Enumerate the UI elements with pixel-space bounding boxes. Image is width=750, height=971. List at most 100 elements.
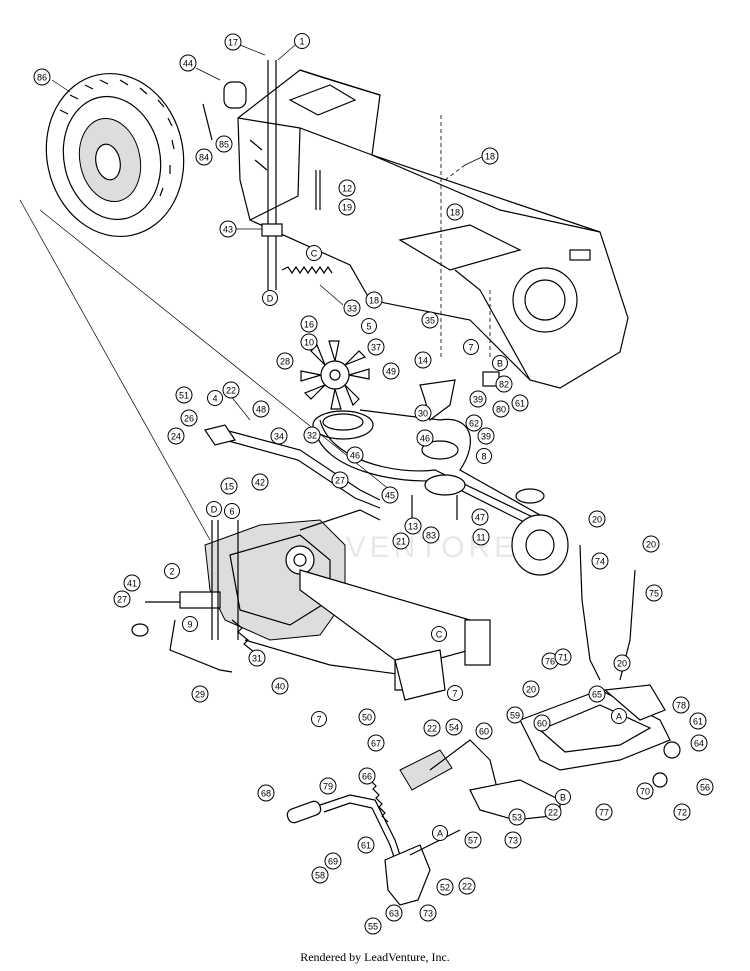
- callout-label: 18: [485, 152, 495, 162]
- callout-label: 18: [450, 208, 460, 218]
- callout-label: 61: [693, 717, 703, 727]
- callout-59: 59: [506, 706, 524, 724]
- callout-46: 46: [416, 429, 434, 447]
- callout-17: 17: [224, 33, 242, 51]
- callout-84: 84: [195, 148, 213, 166]
- callout-label: 58: [315, 871, 325, 881]
- callout-58: 58: [311, 866, 329, 884]
- callout-13: 13: [404, 517, 422, 535]
- callout-label: 86: [37, 73, 47, 83]
- callout-label: 28: [280, 357, 290, 367]
- callout-8: 8: [476, 448, 492, 464]
- callout-label: 71: [558, 653, 568, 663]
- callout-label: 19: [342, 203, 352, 213]
- callout-label: 79: [323, 782, 333, 792]
- callout-label: 12: [342, 184, 352, 194]
- callout-label: 65: [592, 690, 602, 700]
- callout-27: 27: [331, 471, 349, 489]
- callout-label: 57: [468, 836, 478, 846]
- callout-label: 7: [452, 689, 457, 699]
- callout-69: 69: [324, 852, 342, 870]
- callout-label: 56: [700, 783, 710, 793]
- callout-label: 78: [676, 701, 686, 711]
- callout-label: 22: [427, 724, 437, 734]
- callout-19: 19: [338, 198, 356, 216]
- callout-18: 18: [365, 291, 383, 309]
- callout-label: 70: [640, 787, 650, 797]
- callout-label: 16: [304, 320, 314, 330]
- callout-label: 18: [369, 296, 379, 306]
- callout-18: 18: [481, 147, 499, 165]
- callout-label: 42: [255, 478, 265, 488]
- callout-label: 46: [350, 451, 360, 461]
- callout-label: 68: [261, 789, 271, 799]
- rod-29: [169, 619, 233, 673]
- callout-52: 52: [436, 878, 454, 896]
- callout-41: 41: [123, 574, 141, 592]
- rear-tire: [45, 72, 185, 238]
- frame-chassis: [237, 69, 629, 389]
- callout-label: 51: [179, 391, 189, 401]
- callout-21: 21: [392, 532, 410, 550]
- callout-label: B: [560, 793, 566, 803]
- callout-label: 1: [299, 37, 304, 47]
- callout-label: 22: [462, 882, 472, 892]
- callout-29: 29: [191, 685, 209, 703]
- callout-label: 49: [386, 367, 396, 377]
- callout-45: 45: [381, 486, 399, 504]
- callout-5: 5: [361, 318, 377, 334]
- callout-63: 63: [385, 904, 403, 922]
- callout-2: 2: [164, 563, 180, 579]
- callout-32: 32: [303, 426, 321, 444]
- callout-label: 60: [479, 727, 489, 737]
- callout-65: 65: [588, 685, 606, 703]
- fan-28: [300, 340, 370, 410]
- callout-28: 28: [276, 352, 294, 370]
- callout-34: 34: [270, 427, 288, 445]
- callout-label: 69: [328, 857, 338, 867]
- callout-label: 22: [548, 808, 558, 818]
- callout-label: 20: [592, 515, 602, 525]
- callout-label: 13: [408, 522, 418, 532]
- callout-label: 39: [473, 395, 483, 405]
- callout-label: C: [311, 249, 318, 259]
- rod-40: [244, 639, 406, 676]
- callout-14: 14: [414, 351, 432, 369]
- bracket-50: [299, 569, 491, 701]
- callout-11: 11: [472, 528, 490, 546]
- callout-66: 66: [358, 767, 376, 785]
- callout-57: 57: [464, 831, 482, 849]
- callout-43: 43: [219, 220, 237, 238]
- callout-B: B: [555, 789, 571, 805]
- callout-label: 47: [475, 513, 485, 523]
- callout-61: 61: [357, 836, 375, 854]
- callout-label: 60: [537, 719, 547, 729]
- callout-61: 61: [689, 712, 707, 730]
- callout-22: 22: [423, 719, 441, 737]
- callout-label: 24: [171, 432, 181, 442]
- callout-A: A: [611, 708, 627, 724]
- callout-label: 35: [425, 316, 435, 326]
- leader-lines: [19, 44, 485, 541]
- callout-62: 62: [465, 414, 483, 432]
- callout-label: 20: [646, 540, 656, 550]
- callout-9: 9: [182, 616, 198, 632]
- callout-73: 73: [504, 831, 522, 849]
- callout-22: 22: [544, 803, 562, 821]
- callout-30: 30: [414, 404, 432, 422]
- callout-label: 33: [347, 304, 357, 314]
- callout-40: 40: [271, 677, 289, 695]
- callout-label: 61: [361, 841, 371, 851]
- callout-85: 85: [215, 135, 233, 153]
- callout-label: 37: [371, 343, 381, 353]
- callout-7: 7: [311, 711, 327, 727]
- callout-label: 20: [617, 659, 627, 669]
- callout-C: C: [306, 245, 322, 261]
- callout-label: C: [436, 630, 443, 640]
- bracket-52: [384, 844, 431, 906]
- callout-B: B: [492, 355, 508, 371]
- callout-74: 74: [591, 552, 609, 570]
- callout-label: A: [616, 712, 622, 722]
